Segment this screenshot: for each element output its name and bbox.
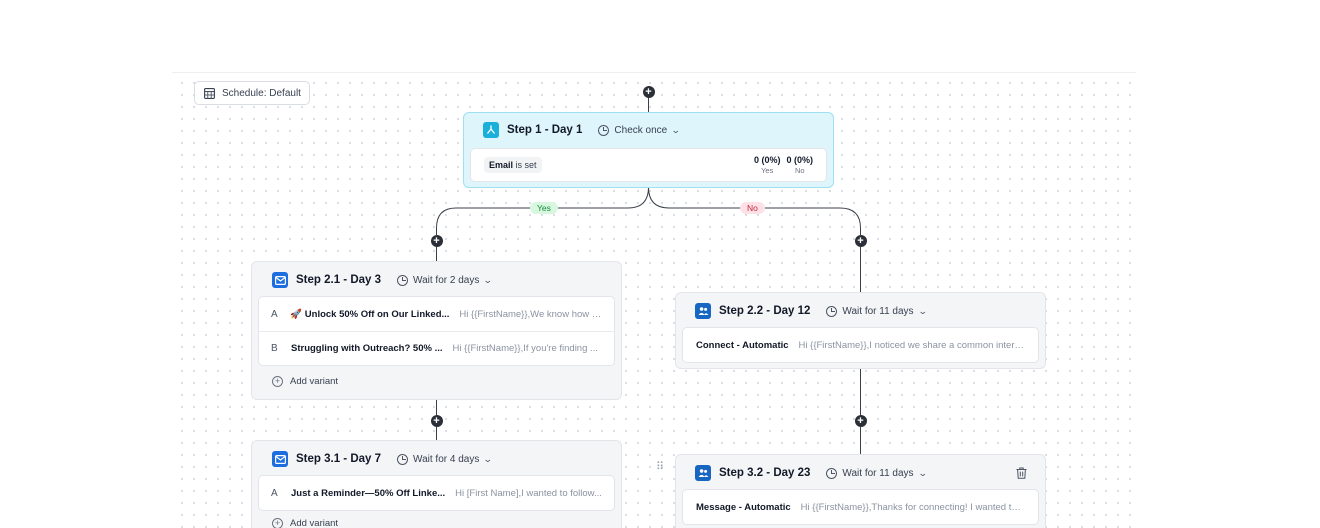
step-2-2-linkedin-node[interactable]: Step 2.2 - Day 12 Wait for 11 days ⌄ Con… (675, 292, 1046, 369)
trash-icon[interactable] (1016, 467, 1027, 479)
clock-icon (397, 453, 409, 465)
yes-count: 0 (0%) (753, 155, 781, 165)
linkedin-people-icon (695, 303, 711, 319)
calendar-icon (204, 87, 215, 99)
action-preview: Hi {{FirstName}},Thanks for connecting! … (800, 501, 1026, 513)
step-3-1-email-node[interactable]: Step 3.1 - Day 7 Wait for 4 days ⌄ A Jus… (251, 440, 622, 528)
wait-label: Wait for 2 days (413, 274, 480, 286)
add-step-icon[interactable]: + (430, 415, 443, 427)
email-icon (272, 272, 288, 288)
condition-pill: Email is set (484, 157, 542, 173)
variant-letter: B (271, 343, 278, 354)
no-stat: 0 (0%) No (786, 155, 813, 175)
plus-circle-icon: + (272, 375, 283, 387)
clock-icon (826, 467, 838, 479)
variant-row[interactable]: A 🚀 Unlock 50% Off on Our Linked... Hi {… (259, 297, 614, 331)
condition-field: Email (489, 160, 514, 170)
step-3-1-header: Step 3.1 - Day 7 Wait for 4 days ⌄ (258, 447, 615, 471)
chevron-down-icon: ⌄ (917, 305, 928, 316)
clock-icon (598, 124, 610, 136)
email-icon (272, 451, 288, 467)
schedule-button[interactable]: Schedule: Default (194, 81, 310, 105)
wait-dropdown[interactable]: Wait for 11 days ⌄ (826, 467, 928, 479)
step-title: Step 3.1 - Day 7 (296, 453, 382, 465)
yes-stat: 0 (0%) Yes (754, 155, 781, 175)
add-variant-button[interactable]: + Add variant (258, 511, 615, 528)
action-type: Message - Automatic (696, 501, 791, 513)
condition-card[interactable]: Email is set 0 (0%) Yes 0 (0%) No (470, 148, 827, 182)
no-stat-label: No (794, 166, 805, 175)
clock-icon (397, 274, 409, 286)
condition-branch-icon (483, 122, 499, 138)
variant-preview: Hi {{FirstName}},We know how cr... (459, 308, 602, 320)
action-type: Connect - Automatic (696, 339, 789, 351)
branch-no-label: No (740, 202, 765, 214)
condition-stats: 0 (0%) Yes 0 (0%) No (754, 155, 813, 175)
step-title: Step 1 - Day 1 (507, 124, 583, 136)
variants-card: A 🚀 Unlock 50% Off on Our Linked... Hi {… (258, 296, 615, 366)
add-step-icon[interactable]: + (854, 235, 867, 247)
variant-letter: A (271, 308, 278, 320)
condition-operator: is set (515, 160, 537, 170)
action-card: Message - Automatic Hi {{FirstName}},Tha… (682, 489, 1039, 525)
chevron-down-icon: ⌄ (671, 124, 681, 135)
linkedin-people-icon (695, 465, 711, 481)
variants-card: A Just a Reminder—50% Off Linke... Hi [F… (258, 475, 615, 511)
add-step-icon[interactable]: + (642, 86, 655, 98)
schedule-label: Schedule: Default (222, 87, 301, 99)
chevron-down-icon: ⌄ (917, 467, 928, 478)
check-frequency-dropdown[interactable]: Check once ⌄ (598, 124, 681, 136)
wait-label: Check once (614, 124, 668, 136)
variant-row[interactable]: B Struggling with Outreach? 50% ... Hi {… (259, 331, 614, 365)
clock-icon (826, 305, 838, 317)
branch-yes-label: Yes (530, 202, 558, 214)
step-3-2-header: Step 3.2 - Day 23 Wait for 11 days ⌄ (682, 461, 1039, 485)
chevron-down-icon: ⌄ (483, 274, 494, 285)
step-1-condition-node[interactable]: Step 1 - Day 1 Check once ⌄ Email is set… (463, 112, 834, 188)
wait-dropdown[interactable]: Wait for 11 days ⌄ (826, 305, 928, 317)
variant-letter: A (271, 487, 278, 499)
variant-preview: Hi [First Name],I wanted to follow... (455, 487, 602, 499)
step-2-1-email-node[interactable]: Step 2.1 - Day 3 Wait for 2 days ⌄ A 🚀 U… (251, 261, 622, 400)
add-variant-button[interactable]: + Add variant (258, 366, 615, 396)
wait-label: Wait for 4 days (413, 453, 480, 465)
step-title: Step 3.2 - Day 23 (719, 467, 811, 479)
wait-label: Wait for 11 days (842, 467, 914, 479)
add-step-icon[interactable]: + (854, 415, 867, 427)
action-card: Connect - Automatic Hi {{FirstName}},I n… (682, 327, 1039, 363)
variant-subject: 🚀 Unlock 50% Off on Our Linked... (290, 308, 450, 320)
step-title: Step 2.2 - Day 12 (719, 305, 811, 317)
wait-label: Wait for 11 days (842, 305, 914, 317)
action-row[interactable]: Connect - Automatic Hi {{FirstName}},I n… (683, 328, 1038, 362)
drag-handle-icon[interactable]: ⠿ (656, 461, 664, 473)
action-row[interactable]: Message - Automatic Hi {{FirstName}},Tha… (683, 490, 1038, 524)
plus-circle-icon: + (272, 517, 283, 528)
wait-dropdown[interactable]: Wait for 2 days ⌄ (397, 274, 494, 286)
add-step-icon[interactable]: + (430, 235, 443, 247)
no-count: 0 (0%) (786, 155, 813, 165)
yes-stat-label: Yes (761, 166, 774, 175)
add-variant-label: Add variant (290, 375, 339, 387)
variant-row[interactable]: A Just a Reminder—50% Off Linke... Hi [F… (259, 476, 614, 510)
action-preview: Hi {{FirstName}},I noticed we share a co… (798, 339, 1026, 351)
add-variant-label: Add variant (290, 517, 339, 528)
step-title: Step 2.1 - Day 3 (296, 274, 382, 286)
variant-preview: Hi {{FirstName}},If you're finding ... (452, 343, 598, 354)
step-1-header: Step 1 - Day 1 Check once ⌄ (470, 118, 827, 142)
variant-subject: Just a Reminder—50% Off Linke... (291, 487, 446, 499)
step-3-2-linkedin-node[interactable]: Step 3.2 - Day 23 Wait for 11 days ⌄ Mes… (675, 454, 1046, 528)
variant-subject: Struggling with Outreach? 50% ... (291, 343, 443, 354)
step-2-2-header: Step 2.2 - Day 12 Wait for 11 days ⌄ (682, 299, 1039, 323)
wait-dropdown[interactable]: Wait for 4 days ⌄ (397, 453, 494, 465)
chevron-down-icon: ⌄ (483, 453, 494, 464)
step-2-1-header: Step 2.1 - Day 3 Wait for 2 days ⌄ (258, 268, 615, 292)
